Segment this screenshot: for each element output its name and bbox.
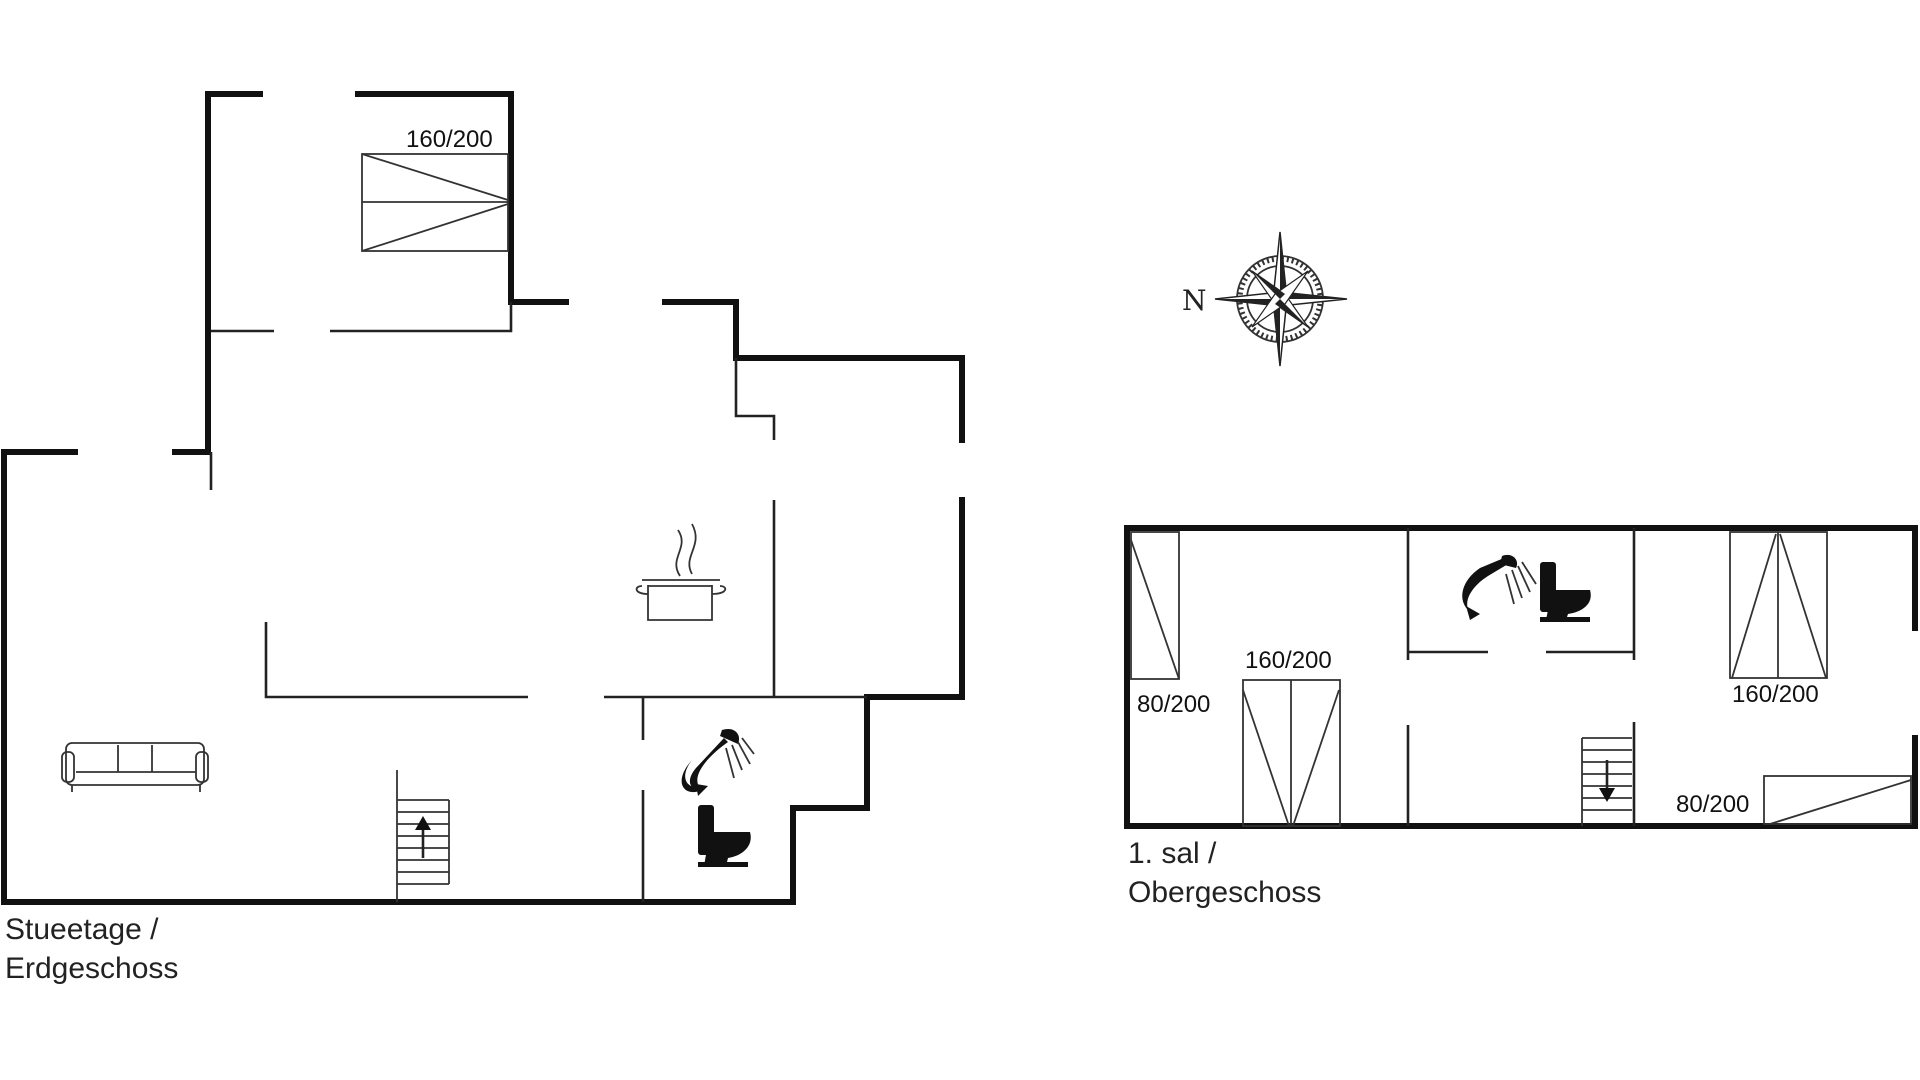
- sofa-icon: [61, 742, 209, 792]
- staircase-up-icon: [396, 770, 450, 902]
- bed-size-label: 80/200: [1676, 791, 1749, 818]
- cooking-pot-icon: [635, 523, 727, 621]
- ground-floor-walls: [1, 91, 965, 905]
- double-bed: 160/200: [361, 126, 509, 252]
- ground-floor-plan: 160/200: [1, 91, 965, 905]
- upper-floor-label-line1: 1. sal /: [1128, 837, 1217, 870]
- single-bed: 80/200: [1130, 531, 1210, 718]
- bed-size-label: 160/200: [1732, 681, 1819, 708]
- double-bed: 160/200: [1729, 531, 1828, 708]
- shower-icon: [1462, 554, 1537, 620]
- bed-size-label: 80/200: [1137, 691, 1210, 718]
- compass-rose-icon: N: [1182, 231, 1348, 367]
- staircase-down-icon: [1581, 737, 1632, 826]
- ground-floor-label: Stueetage / Erdgeschoss: [5, 910, 178, 988]
- upper-floor-interior-walls: [1406, 528, 1636, 826]
- toilet-icon: [1540, 562, 1591, 622]
- ground-floor-interior-walls: [209, 302, 867, 902]
- compass-north-label: N: [1182, 284, 1207, 317]
- upper-floor-plan: 80/200 160/200 160/200 80/200: [1124, 525, 1918, 829]
- upper-floor-label-line2: Obergeschoss: [1128, 876, 1322, 909]
- ground-floor-label-line2: Erdgeschoss: [5, 952, 179, 985]
- double-bed: 160/200: [1242, 647, 1341, 827]
- ground-floor-label-line1: Stueetage /: [5, 913, 159, 946]
- single-bed: 80/200: [1676, 775, 1912, 825]
- toilet-icon: [698, 805, 751, 867]
- bed-size-label: 160/200: [1245, 647, 1332, 674]
- bed-size-label: 160/200: [406, 126, 493, 153]
- shower-icon: [681, 728, 755, 796]
- upper-floor-walls: [1124, 525, 1918, 829]
- upper-floor-label: 1. sal / Obergeschoss: [1128, 834, 1321, 912]
